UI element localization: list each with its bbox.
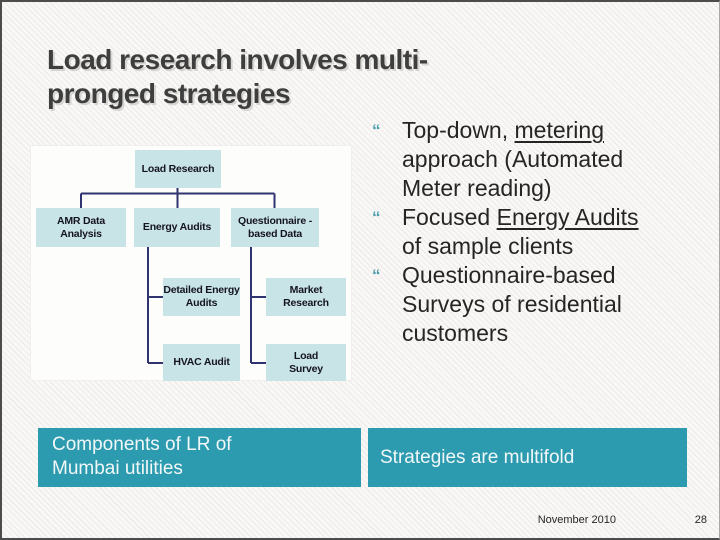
footer-date: November 2010 <box>537 514 616 526</box>
diagram-node-hvac-audit: HVAC Audit <box>163 344 240 381</box>
diagram-node-load-survey: Load Survey <box>266 344 346 381</box>
slide-title-line-2: pronged strategies <box>47 77 291 109</box>
page-number: 28 <box>694 514 707 526</box>
quote-bullet-icon: “ <box>372 208 381 227</box>
quote-bullet-icon: “ <box>372 266 381 285</box>
diagram-connectors <box>80 188 276 364</box>
callout-left-line-1: Components of LR of <box>52 434 232 455</box>
callout-components-of-lr: Components of LR of Mumbai utilities <box>38 428 361 487</box>
diagram-panel: Load Research AMR Data Analysis Energy A… <box>30 145 352 381</box>
diagram-node-market-research: Market Research <box>266 278 346 316</box>
callout-right-label: Strategies are multifold <box>380 446 575 468</box>
callout-strategies-multifold: Strategies are multifold <box>368 428 687 487</box>
diagram-node-detailed-energy-audits: Detailed Energy Audits <box>163 278 240 316</box>
quote-bullet-icon: “ <box>372 121 381 140</box>
diagram-node-amr-data-analysis: AMR Data Analysis <box>36 208 126 247</box>
diagram-node-questionnaire-data: Questionnaire -based Data <box>231 208 319 247</box>
diagram-node-energy-audits: Energy Audits <box>134 208 220 247</box>
slide-title: Load research involves multi- pronged st… <box>47 43 677 111</box>
callout-left-line-2: Mumbai utilities <box>52 458 183 479</box>
diagram-node-load-research: Load Research <box>135 150 221 188</box>
slide-title-line-1: Load research involves multi- <box>47 43 428 75</box>
